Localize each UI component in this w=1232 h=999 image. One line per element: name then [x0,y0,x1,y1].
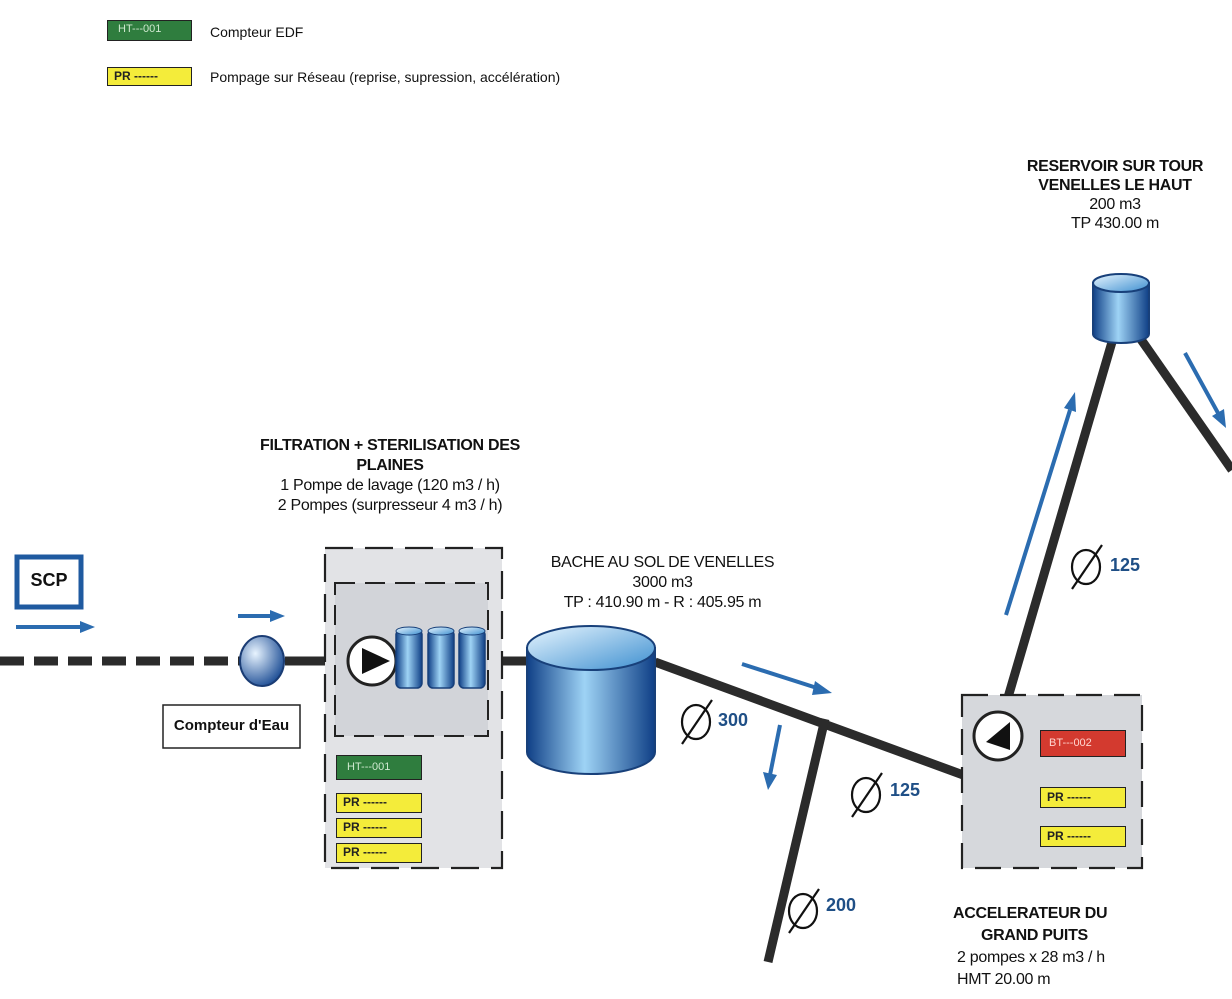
accelerator-tag-pr-2: PR ------ [1040,826,1126,847]
filtration-tag-pr-3: PR ------ [336,843,422,863]
scp-box [14,554,84,610]
filtration-tag-pr-2: PR ------ [336,818,422,838]
bache-caption: BACHE AU SOL DE VENELLES 3000 m3 TP : 41… [520,553,805,613]
water-meter-label-box [162,704,301,749]
legend-edf-label: Compteur EDF [210,24,304,40]
reservoir-title-2: VENELLES LE HAUT [1038,177,1192,194]
scp-label: SCP [30,570,68,590]
filtration-caption: FILTRATION + STERILISATION DES PLAINES 1… [245,436,535,516]
filtration-tag-edf: HT---001 [336,755,422,780]
diameter-200-label: 200 [826,895,857,915]
diameter-300-label: 300 [718,710,749,730]
accelerator-caption: ACCELERATEUR DU GRAND PUITS 2 pompes x 2… [945,903,1145,991]
bache-levels: TP : 410.90 m - R : 405.95 m [563,594,762,611]
diameter-125-lower-label: 125 [890,780,921,800]
reservoir-level: TP 430.00 m [1070,215,1159,232]
filtration-tag-pr-1: PR ------ [336,793,422,813]
filtration-line-4: 2 Pompes (surpresseur 4 m3 / h) [277,497,503,514]
bache-volume: 3000 m3 [632,574,693,591]
pipe-accelerator-reservoir [987,340,1117,754]
accelerator-title-2: GRAND PUITS [981,927,1088,944]
bache-tank [526,625,656,775]
reservoir-volume: 200 m3 [1089,196,1141,213]
accelerator-tag-bt: BT---002 [1040,730,1126,757]
filter-cylinders [395,626,486,689]
filtration-title-1: FILTRATION + STERILISATION DES [260,437,520,454]
diameter-125-upper-label: 125 [1110,555,1141,575]
accelerator-line-4: HMT 20.00 m [957,971,1051,988]
accelerator-title-1: ACCELERATEUR DU [953,905,1108,922]
legend-edf-tag: HT---001 [107,20,192,41]
legend-pump-label: Pompage sur Réseau (reprise, supression,… [210,69,561,85]
pipe-branch-200 [763,717,830,964]
filtration-line-3: 1 Pompe de lavage (120 m3 / h) [280,477,500,494]
water-meter-symbol [239,635,285,687]
reservoir-tank [1092,273,1150,344]
reservoir-title-1: RESERVOIR SUR TOUR [1026,158,1204,175]
reservoir-caption: RESERVOIR SUR TOUR VENELLES LE HAUT 200 … [1000,157,1230,233]
accelerator-tag-pr-1: PR ------ [1040,787,1126,808]
bache-title: BACHE AU SOL DE VENELLES [550,554,775,571]
legend-pump-tag: PR ------ [107,67,192,86]
accelerator-line-3: 2 pompes x 28 m3 / h [957,949,1105,966]
filtration-title-2: PLAINES [356,457,424,474]
pipe-reservoir-out [1136,335,1232,473]
water-meter-label: Compteur d'Eau [173,717,290,734]
